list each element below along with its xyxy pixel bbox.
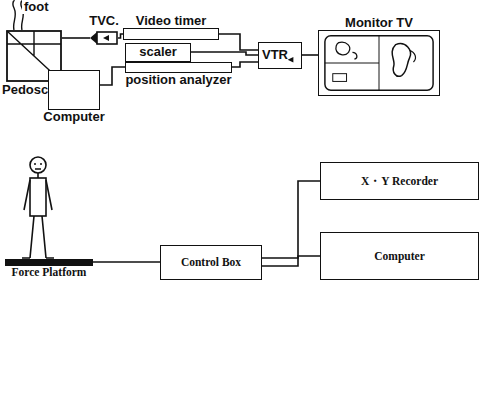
tv-screen bbox=[319, 31, 439, 95]
connector-line bbox=[62, 37, 90, 39]
connector-line bbox=[232, 62, 258, 67]
connector-line bbox=[262, 181, 320, 258]
node-label: TVC. bbox=[89, 14, 119, 28]
node-label: Computer bbox=[374, 250, 424, 263]
node-label: X・Y Recorder bbox=[361, 175, 438, 188]
recorder-box: X・Y Recorder bbox=[320, 162, 479, 200]
connector-line bbox=[93, 261, 160, 263]
node-label: scaler bbox=[139, 45, 177, 59]
connector-line bbox=[302, 54, 318, 56]
node-label: position analyzer bbox=[125, 73, 231, 87]
force-platform: Force Platform bbox=[5, 259, 93, 266]
vtr-box: VTR bbox=[258, 42, 302, 69]
connector-line bbox=[219, 34, 258, 50]
connector-line bbox=[262, 256, 320, 266]
node-label: Video timer bbox=[136, 14, 207, 28]
node-label: Control Box bbox=[181, 256, 241, 269]
leg-line bbox=[13, 0, 16, 30]
part-label: foot bbox=[22, 0, 51, 14]
node-label: Computer bbox=[43, 110, 104, 124]
camera-symbol bbox=[90, 29, 118, 47]
node-label: Monitor TV bbox=[345, 16, 413, 30]
scaler-box: scaler bbox=[125, 43, 191, 62]
connector-line bbox=[100, 67, 125, 85]
computer-box: Computer bbox=[320, 232, 479, 280]
monitor-tv: Monitor TV bbox=[318, 30, 440, 96]
tv-camera: TVC. bbox=[90, 29, 118, 47]
computer-box: Computer bbox=[48, 70, 100, 110]
position-analyzer-box: position analyzer bbox=[125, 62, 232, 73]
person-figure bbox=[22, 157, 54, 258]
node-label: Force Platform bbox=[12, 266, 87, 279]
connector-line bbox=[191, 52, 258, 55]
video-timer-box: Video timer bbox=[123, 28, 219, 40]
control-box: Control Box bbox=[160, 245, 262, 280]
node-label: VTR bbox=[262, 48, 288, 62]
